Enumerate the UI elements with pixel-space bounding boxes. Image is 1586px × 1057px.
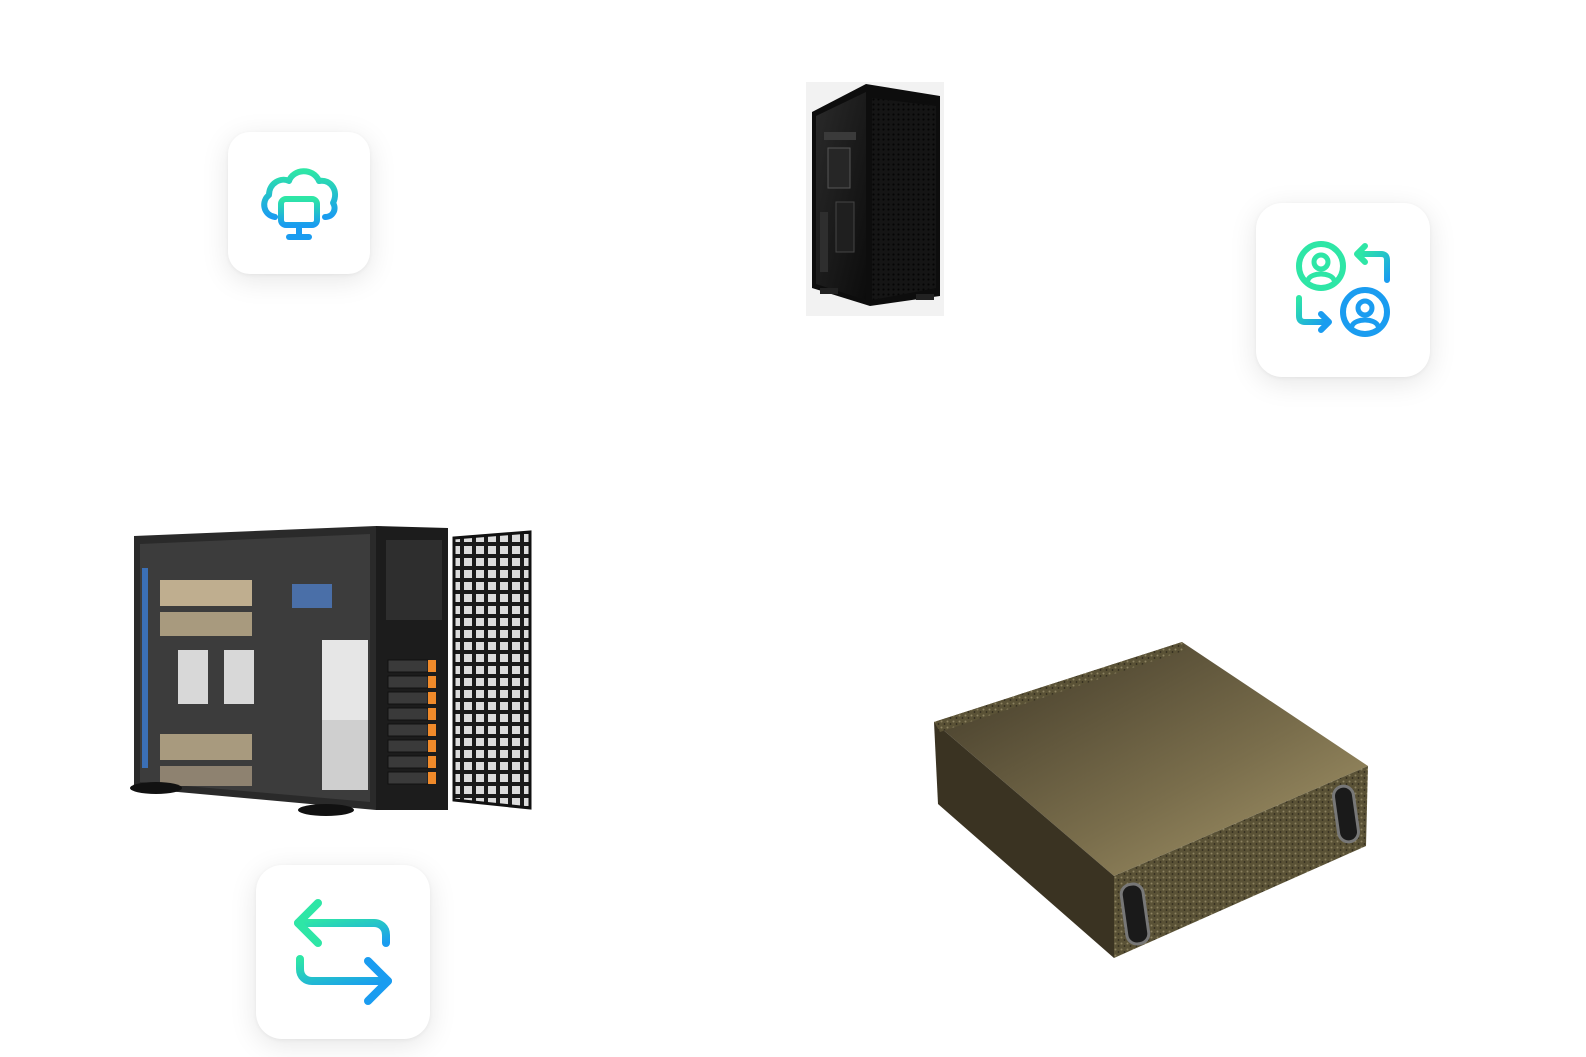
sync-arrows-icon xyxy=(294,899,392,1005)
cloud-desktop-icon xyxy=(261,168,339,240)
user-swap-card xyxy=(1256,203,1430,377)
gpu-accelerator-module xyxy=(928,636,1374,966)
cloud-desktop-card xyxy=(228,132,370,274)
gpu-tower-server xyxy=(126,520,540,820)
tower-pc-case xyxy=(806,82,944,316)
sync-arrows-card xyxy=(256,865,430,1039)
user-swap-icon xyxy=(1296,241,1390,337)
